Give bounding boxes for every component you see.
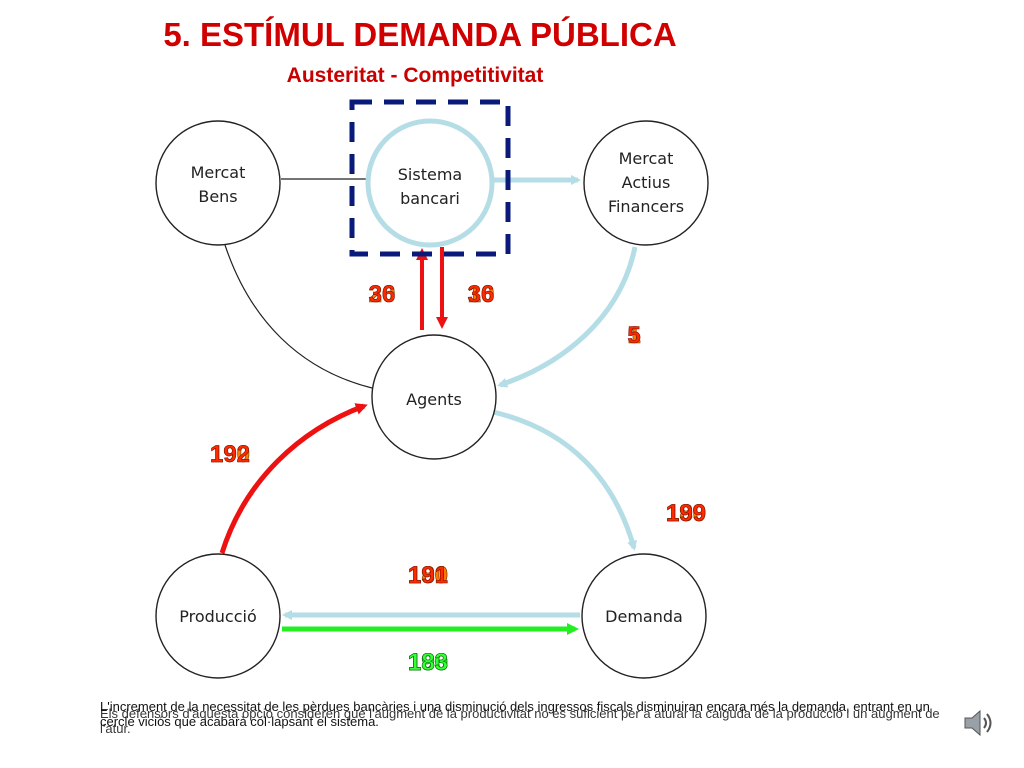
node-produccio[interactable]: Producció — [155, 553, 281, 679]
node-label-line: Financers — [608, 197, 684, 216]
value-label: 20 — [369, 281, 396, 308]
value-label: 193 — [408, 649, 448, 676]
node-label-line: Actius — [622, 173, 671, 192]
arrow-actius-to-agents — [497, 246, 638, 388]
value-label: 180 — [408, 649, 448, 676]
value-label: 183 — [408, 649, 448, 676]
value-label: 1 — [627, 322, 640, 349]
value-demanda-to-produccio: 190 180 191 — [408, 562, 449, 590]
value-label: 191 — [408, 562, 448, 589]
node-label-line: Bens — [198, 187, 237, 206]
node-label-line: Sistema — [398, 165, 462, 184]
arrow-agents-to-demanda — [492, 409, 637, 551]
value-label: 190 — [666, 500, 706, 527]
value-label: 192 — [210, 441, 250, 468]
value-label: 36 — [369, 281, 396, 308]
node-label-line: Agents — [406, 390, 462, 409]
value-produccio-to-agents: 190 192 — [210, 441, 251, 469]
value-label: 10 — [468, 281, 495, 308]
value-produccio-to-demanda: 180 190 193 183 — [408, 649, 449, 677]
node-label-line: Mercat — [191, 163, 246, 182]
node-mercat-actius-financers[interactable]: Mercat Actius Financers — [583, 120, 709, 246]
value-label: 190 — [210, 441, 250, 468]
explanation-text-1: L'increment de la necessitat de les pèrd… — [100, 699, 930, 729]
connector-bens-agents — [224, 244, 373, 389]
node-sistema-bancari[interactable]: Sistema bancari — [365, 118, 495, 248]
value-label: 190 — [408, 562, 448, 589]
node-label-line: bancari — [400, 189, 460, 208]
node-label-line: Mercat — [619, 149, 674, 168]
arrow-produccio-to-agents — [219, 403, 368, 554]
bank-highlight-box — [349, 99, 511, 257]
slide-subtitle: Austeritat - Competitivitat — [286, 64, 544, 87]
node-demanda[interactable]: Demanda — [581, 553, 707, 679]
node-mercat-bens[interactable]: Mercat Bens — [155, 120, 281, 246]
value-label: 180 — [408, 562, 448, 589]
value-bank-left: 20 36 — [368, 281, 396, 309]
value-label: 190 — [408, 649, 448, 676]
speaker-icon[interactable] — [962, 708, 996, 738]
slide-title: 5. ESTÍMUL DEMANDA PÚBLICA — [163, 16, 677, 53]
node-agents[interactable]: Agents — [371, 334, 497, 460]
node-label-line: Demanda — [605, 607, 683, 626]
value-label: 189 — [666, 500, 706, 527]
value-agents-to-demanda: 189 190 199 — [666, 500, 707, 528]
value-label: 199 — [666, 500, 706, 527]
value-actius-to-agents: 1 5 — [627, 322, 641, 350]
value-label: 5 — [627, 322, 640, 349]
value-label: 36 — [468, 281, 495, 308]
node-label-line: Producció — [179, 607, 257, 626]
value-bank-right: 10 36 — [467, 281, 495, 309]
explanation-text-2: Els defensors d'aquesta opció consideren… — [100, 706, 940, 736]
